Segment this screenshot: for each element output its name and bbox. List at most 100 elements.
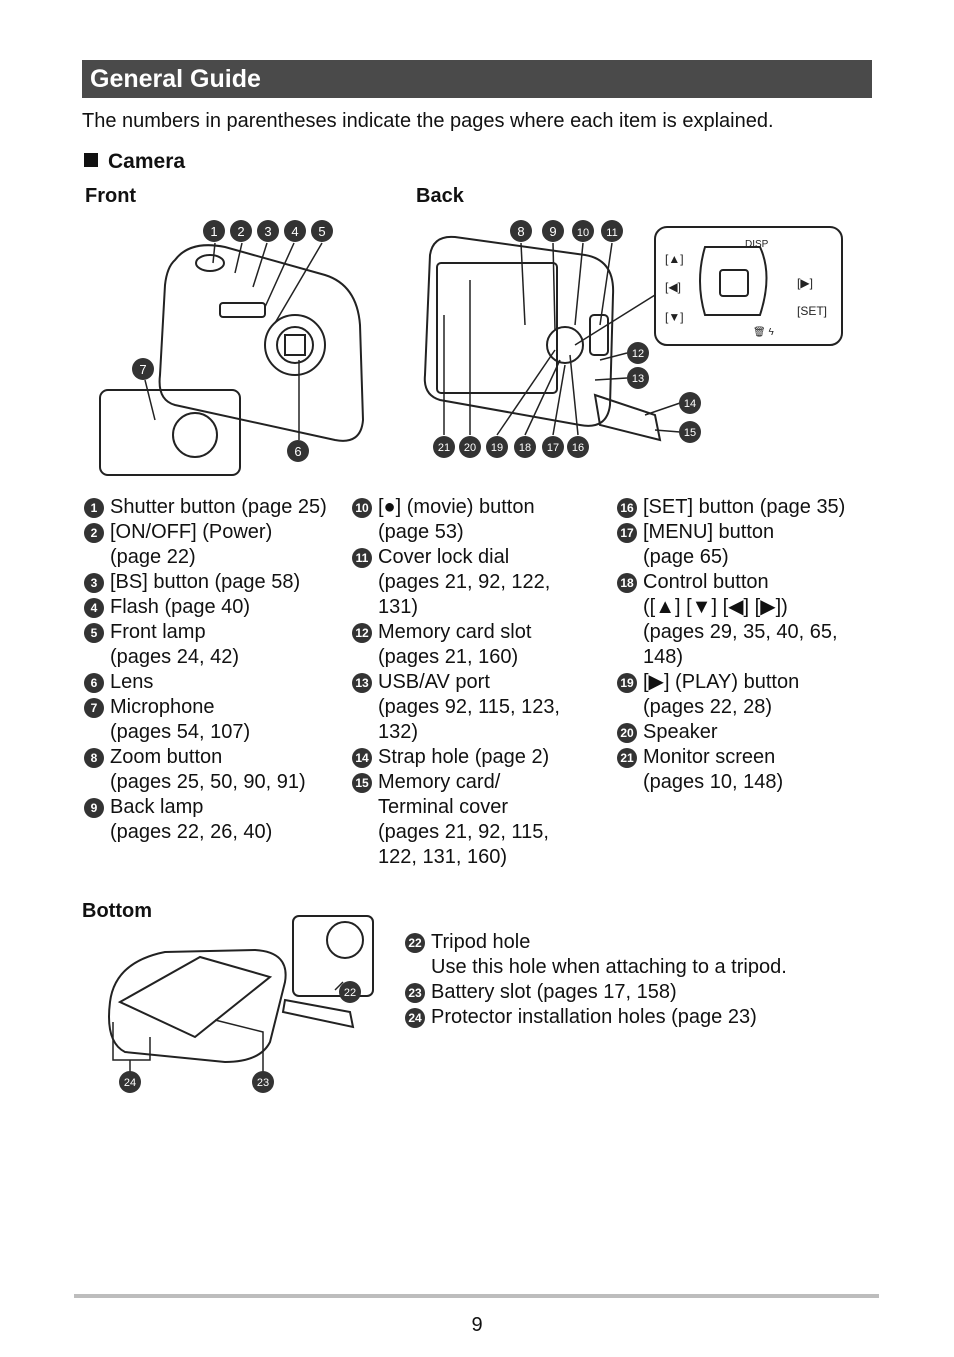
item-number-badge: 14 — [352, 748, 372, 768]
back-camera-diagram: DISP [▲] [◀] [▼] [▶] [SET] 🗑 ϟ 8 9 10 11… — [423, 220, 843, 458]
item-label: Front lamp — [110, 621, 206, 643]
item-continuation: (pages 25, 50, 90, 91) — [110, 771, 306, 793]
item-label: [▶] (PLAY) button — [643, 671, 800, 693]
leader-3 — [252, 242, 268, 288]
bottom-camera-diagram: 22 23 24 — [108, 915, 374, 1093]
svg-text:1: 1 — [210, 224, 217, 239]
leader-13 — [594, 377, 628, 381]
item-continuation: (pages 22, 26, 40) — [110, 821, 273, 843]
item-number-badge: 20 — [617, 723, 637, 743]
item-label: [MENU] button — [643, 521, 775, 543]
item-continuation: 132) — [378, 721, 419, 743]
lens-outer-ring — [264, 314, 326, 376]
item-label: Battery slot (pages 17, 158) — [431, 981, 677, 1003]
item-continuation: (pages 10, 148) — [643, 771, 784, 793]
item-continuation: Terminal cover — [378, 796, 509, 818]
front-camera-diagram: 1 2 3 4 5 6 7 — [99, 220, 365, 476]
terminal-cover-shape — [593, 393, 662, 442]
lens-center — [284, 334, 306, 356]
flash-shape — [219, 302, 266, 318]
item-continuation: (pages 92, 115, 123, — [378, 696, 560, 718]
cover-lock-dial-shape — [589, 314, 609, 356]
item-label: Shutter button (page 25) — [110, 496, 327, 518]
leader-18 — [524, 359, 561, 436]
item-continuation: ([▲] [▼] [◀] [▶]) — [643, 596, 788, 618]
item-number-badge: 3 — [84, 573, 104, 593]
list-item: 16[SET] button (page 35) — [617, 495, 879, 520]
shutter-button-shape — [195, 254, 225, 272]
leader-9 — [552, 242, 556, 331]
microphone-inset — [99, 389, 241, 476]
item-label: [●] (movie) button — [378, 496, 535, 518]
bottom-body-outline — [108, 948, 287, 1064]
item-number-badge: 4 — [84, 598, 104, 618]
svg-text:24: 24 — [124, 1077, 136, 1089]
svg-text:3: 3 — [264, 224, 271, 239]
opened-cover — [281, 998, 355, 1029]
leader-11 — [599, 242, 613, 326]
item-number-badge: 6 — [84, 673, 104, 693]
item-label: Protector installation holes (page 23) — [431, 1006, 757, 1028]
list-item: 6 Lens — [84, 670, 346, 695]
back-label: Back — [416, 185, 464, 207]
item-number-badge: 10 — [352, 498, 372, 518]
item-number-badge: 22 — [405, 933, 425, 953]
svg-text:13: 13 — [632, 373, 644, 385]
left-label: [◀] — [665, 280, 681, 294]
item-label: Lens — [110, 671, 154, 693]
svg-text:16: 16 — [572, 442, 584, 454]
item-continuation: (pages 22, 28) — [643, 696, 772, 718]
leader-19 — [496, 349, 556, 436]
item-continuation: (pages 21, 92, 122, — [378, 571, 551, 593]
leader-1 — [212, 242, 216, 264]
leader-14 — [644, 402, 681, 416]
list-item: 20 Speaker — [617, 720, 879, 745]
item-continuation: (pages 29, 35, 40, 65, — [643, 621, 838, 643]
leader-17 — [552, 364, 566, 436]
leader-24 — [112, 1022, 151, 1061]
closeup-control-ring — [699, 246, 768, 316]
svg-text:9: 9 — [549, 224, 556, 239]
item-number-badge: 11 — [352, 548, 372, 568]
svg-text:4: 4 — [291, 224, 298, 239]
leader-7 — [144, 379, 156, 421]
item-label: Memory card/ — [378, 771, 501, 793]
inset-lens — [172, 412, 218, 458]
item-number-badge: 17 — [617, 523, 637, 543]
svg-text:12: 12 — [632, 348, 644, 360]
front-body-outline — [158, 244, 365, 442]
closeup-set-button — [719, 269, 749, 297]
camera-heading-label: Camera — [108, 150, 186, 173]
list-item: 3[BS] button (page 58) — [84, 570, 346, 595]
bottom-label: Bottom — [82, 900, 152, 922]
leader-12 — [599, 352, 628, 361]
item-continuation: (pages 24, 42) — [110, 646, 239, 668]
control-closeup-inset — [654, 226, 843, 346]
item-number-badge: 12 — [352, 623, 372, 643]
leader-2 — [234, 242, 243, 274]
svg-text:8: 8 — [517, 224, 524, 239]
intro-text: The numbers in parentheses indicate the … — [82, 110, 774, 132]
item-continuation: (page 65) — [643, 546, 729, 568]
item-number-badge: 7 — [84, 698, 104, 718]
camera-heading: Camera — [84, 150, 185, 174]
item-number-badge: 2 — [84, 523, 104, 543]
leader-16 — [569, 354, 579, 436]
set-label: [SET] — [797, 304, 827, 318]
trash-flash-label: 🗑 ϟ — [753, 326, 774, 338]
item-label: Speaker — [643, 721, 718, 743]
svg-text:17: 17 — [547, 442, 559, 454]
svg-text:21: 21 — [438, 442, 450, 454]
svg-text:18: 18 — [519, 442, 531, 454]
item-number-badge: 13 — [352, 673, 372, 693]
back-body-outline — [423, 235, 615, 427]
